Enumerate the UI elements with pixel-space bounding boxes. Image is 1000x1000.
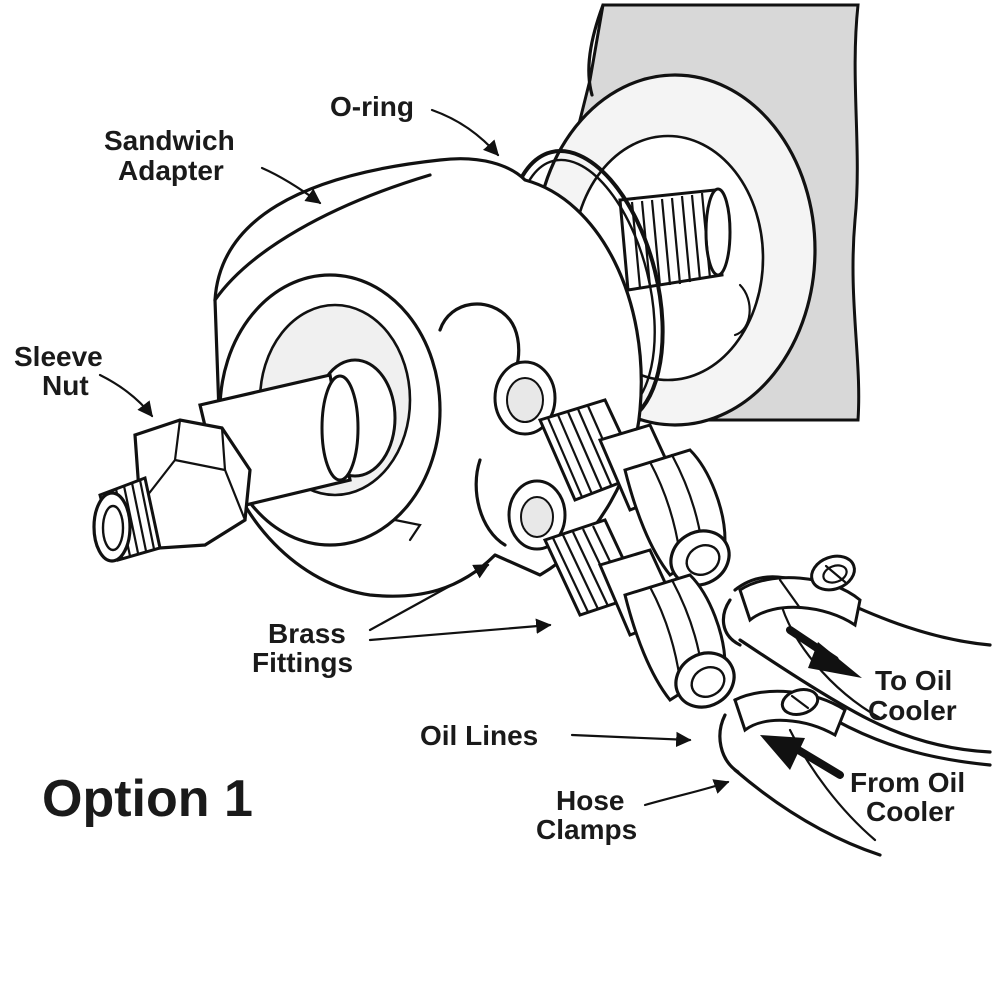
flow-arrow-to-cooler (786, 626, 862, 678)
label-hose-clamps-line2: Clamps (536, 814, 637, 845)
brass-fitting-upper (537, 398, 731, 587)
label-sandwich-adapter-line2: Adapter (118, 155, 224, 186)
label-oil-lines: Oil Lines (420, 720, 538, 751)
leader-arrows (98, 108, 730, 807)
label-o-ring: O-ring (330, 91, 414, 122)
label-sleeve-nut-line1: Sleeve (14, 341, 103, 372)
brass-fitting-lower (542, 518, 736, 709)
label-brass-fittings-line2: Fittings (252, 647, 353, 678)
label-to-oil-cooler-line2: Cooler (868, 695, 957, 726)
label-sandwich-adapter-line1: Sandwich (104, 125, 235, 156)
label-from-oil-cooler-line2: Cooler (866, 796, 955, 827)
hose-clamp-upper (738, 554, 862, 628)
label-from-oil-cooler-line1: From Oil (850, 767, 965, 798)
label-hose-clamps-line1: Hose (556, 785, 624, 816)
label-to-oil-cooler-line1: To Oil (875, 665, 952, 696)
sleeve-nut (92, 373, 360, 563)
caption-option: Option 1 (42, 770, 253, 828)
label-brass-fittings-line1: Brass (268, 618, 346, 649)
flow-arrow-from-cooler (760, 735, 844, 779)
label-sleeve-nut-line2: Nut (42, 370, 89, 401)
hose-clamp-lower (733, 688, 847, 738)
